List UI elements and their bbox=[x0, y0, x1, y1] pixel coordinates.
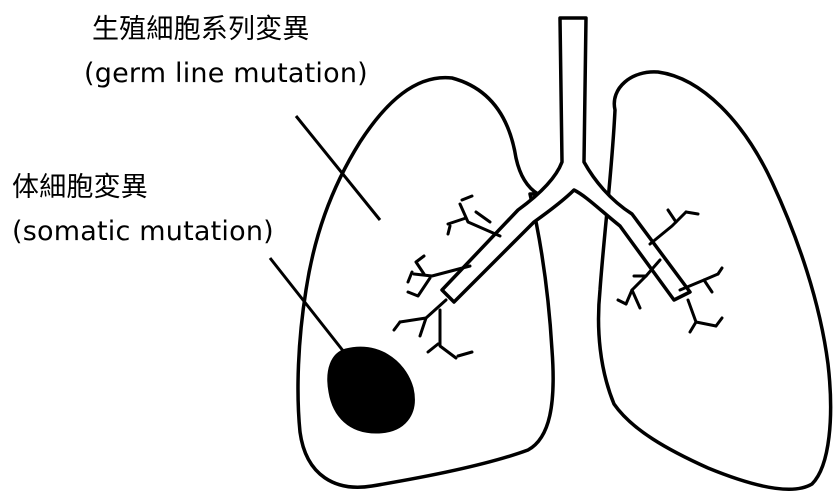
somatic-label-english: (somatic mutation) bbox=[12, 214, 274, 250]
germline-label-japanese: 生殖細胞系列変異 bbox=[92, 12, 310, 48]
trachea-bronchi bbox=[442, 18, 690, 302]
tumor bbox=[329, 348, 414, 432]
right-lung bbox=[599, 72, 831, 489]
germline-label-english: (germ line mutation) bbox=[84, 56, 368, 92]
somatic-pointer bbox=[270, 258, 344, 352]
somatic-label-japanese: 体細胞変異 bbox=[12, 170, 148, 206]
left-bronchial-tree bbox=[394, 196, 500, 358]
